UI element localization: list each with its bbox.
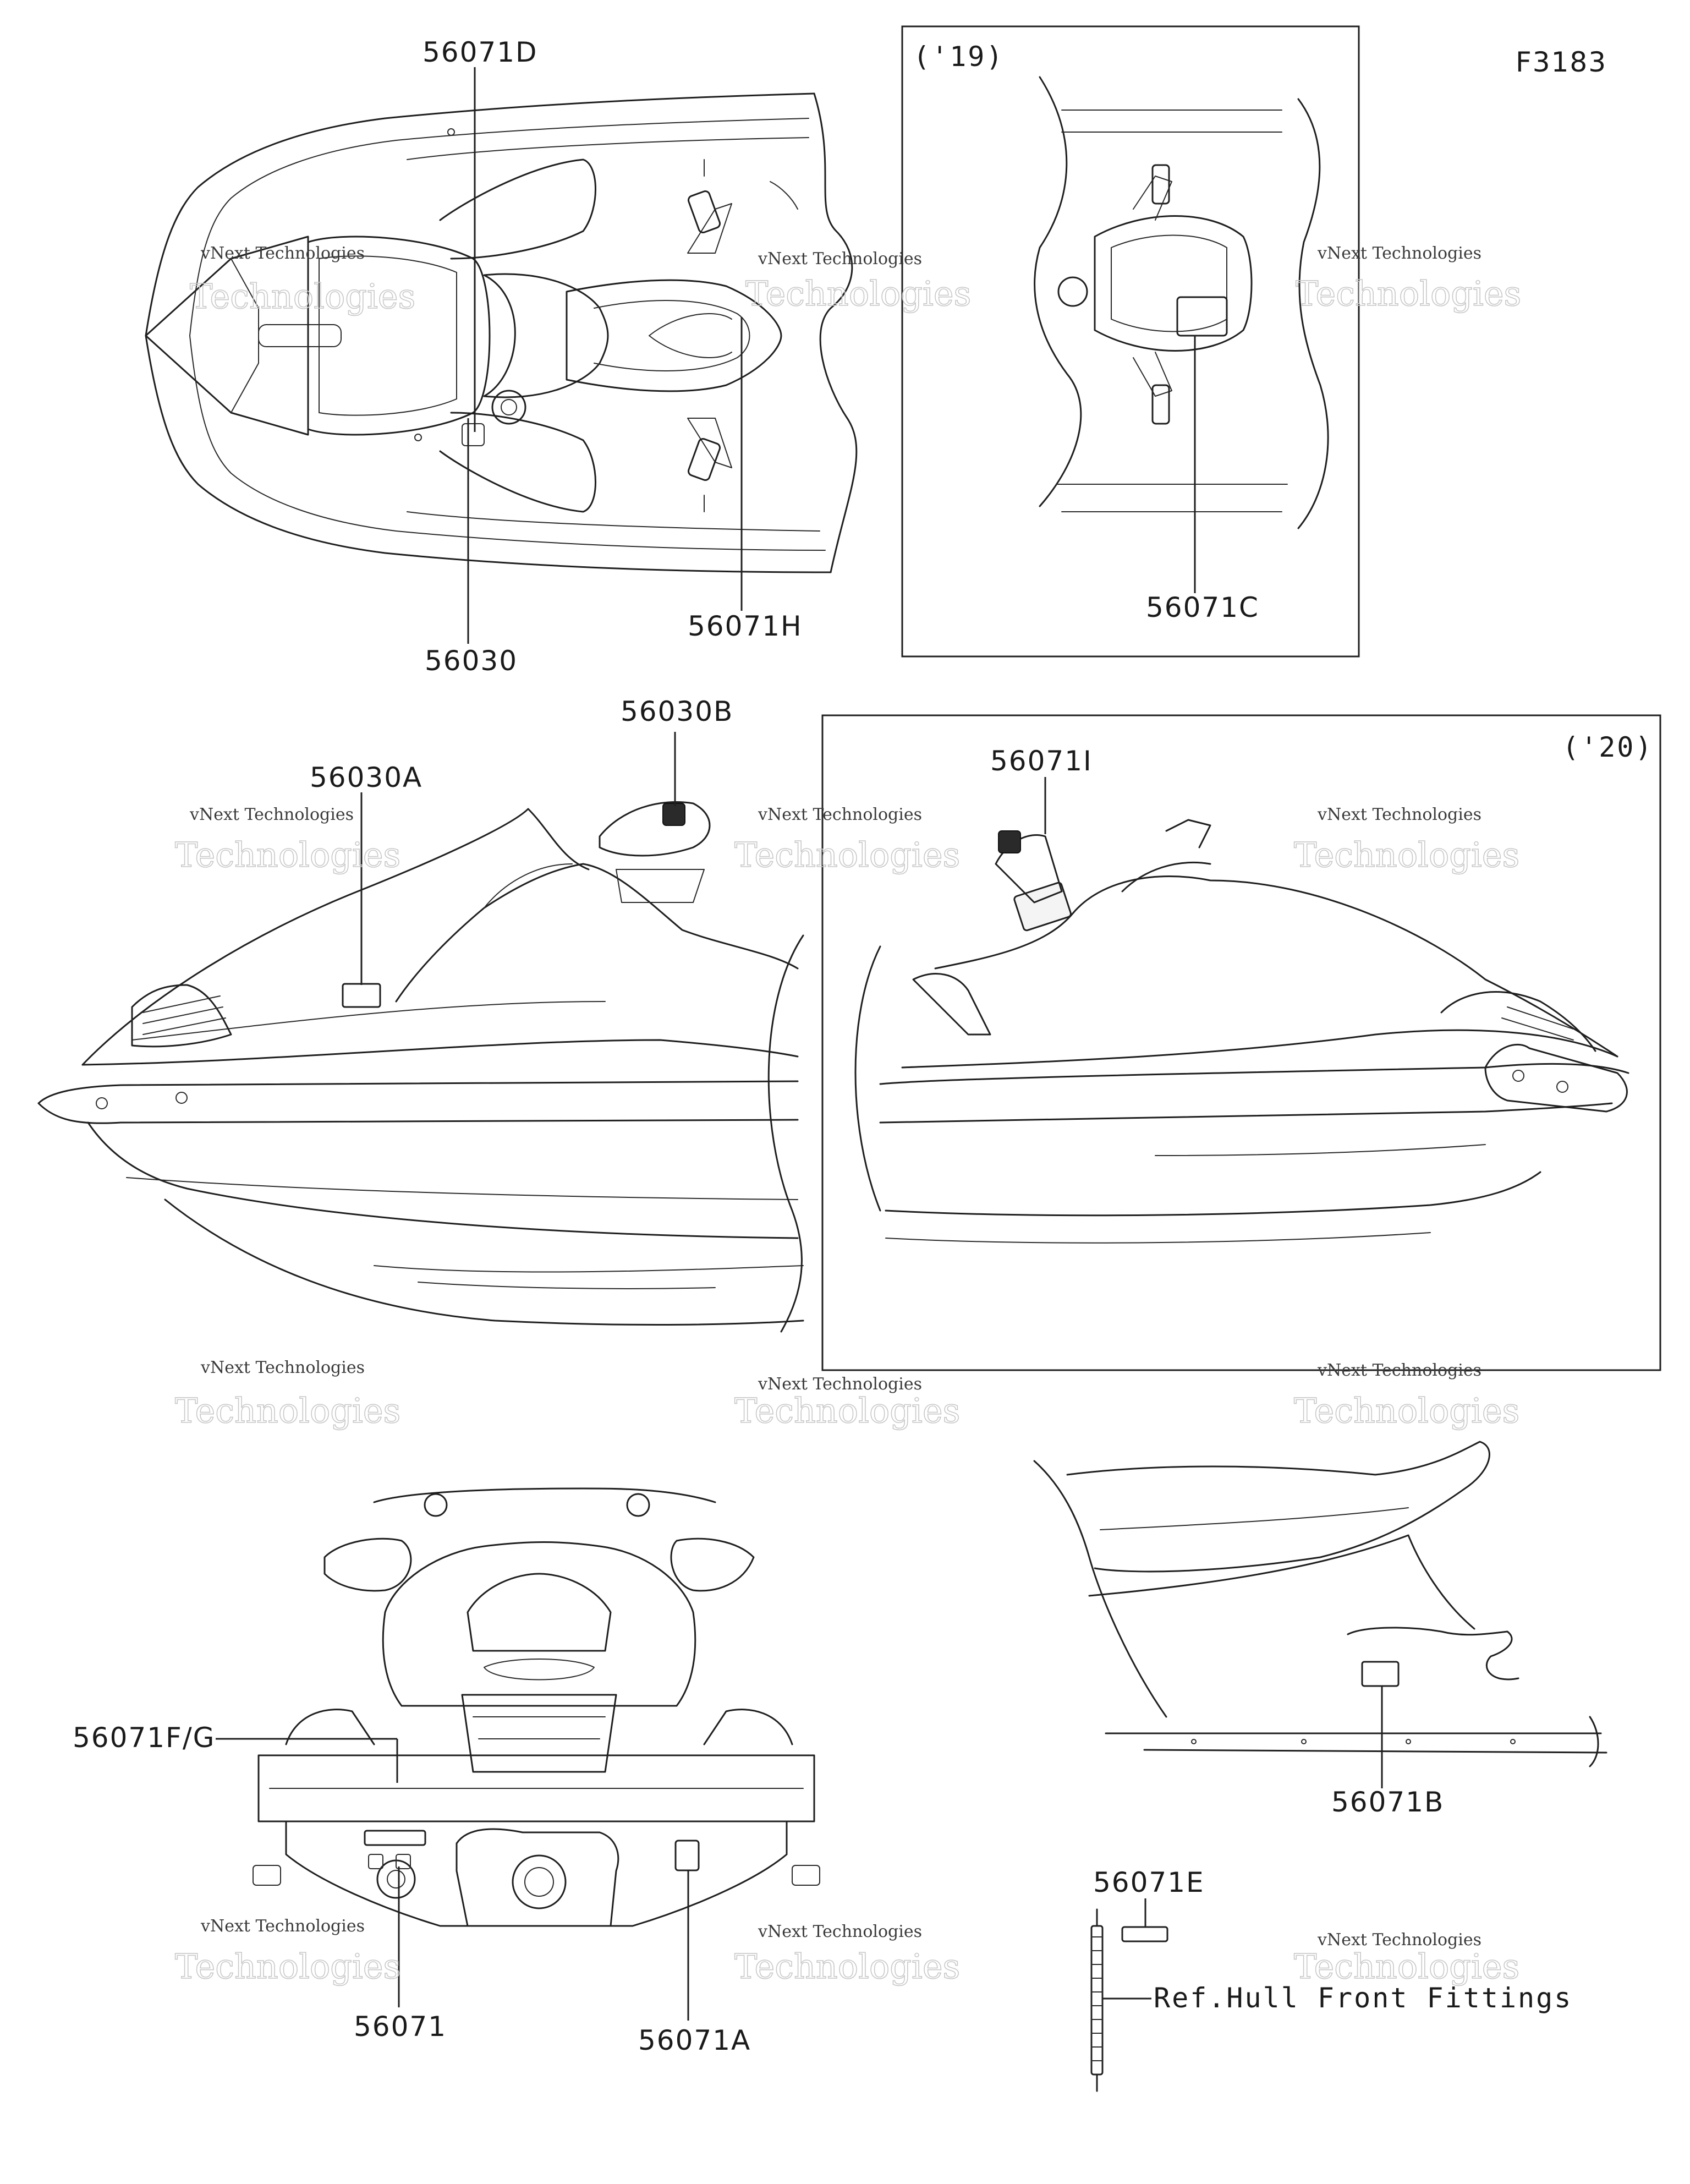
label-56071: 56071 xyxy=(354,2011,447,2043)
svg-text:Technologies: Technologies xyxy=(1294,1391,1519,1431)
watermark-1: Technologies vNext Technologies xyxy=(189,244,416,317)
label-56071H: 56071H xyxy=(688,610,803,642)
watermark-2: Technologies vNext Technologies xyxy=(745,249,972,314)
leader-lines xyxy=(216,67,1383,2021)
svg-text:Technologies: Technologies xyxy=(175,835,400,875)
inset-2019-illustration xyxy=(1034,76,1329,529)
svg-text:vNext Technologies: vNext Technologies xyxy=(200,1917,365,1936)
reference-note: Ref.Hull Front Fittings xyxy=(1154,1982,1572,2014)
inset-box-2020 xyxy=(821,714,1661,1371)
inset-2020-illustration xyxy=(854,819,1629,1244)
label-56071A: 56071A xyxy=(638,2024,751,2056)
svg-text:vNext Technologies: vNext Technologies xyxy=(1317,1361,1482,1380)
label-56071E: 56071E xyxy=(1093,1866,1205,1898)
watermark-4: Technologies vNext Technologies xyxy=(174,805,401,875)
rear-view-illustration xyxy=(253,1487,820,1927)
label-56071B: 56071B xyxy=(1331,1786,1444,1818)
svg-text:Technologies: Technologies xyxy=(745,273,971,314)
svg-text:vNext Technologies: vNext Technologies xyxy=(200,244,365,263)
svg-text:Technologies: Technologies xyxy=(734,835,960,875)
svg-text:vNext Technologies: vNext Technologies xyxy=(758,805,922,824)
svg-text:Technologies: Technologies xyxy=(190,276,415,316)
watermark-7: Technologies vNext Technologies xyxy=(174,1358,401,1431)
svg-text:vNext Technologies: vNext Technologies xyxy=(758,1375,922,1394)
watermark-12: Technologies vNext Technologies xyxy=(1293,1930,1520,1987)
svg-text:vNext Technologies: vNext Technologies xyxy=(189,805,354,824)
year-label-2020: ('20) xyxy=(1562,731,1654,763)
svg-text:Technologies: Technologies xyxy=(1296,273,1521,314)
svg-text:Technologies: Technologies xyxy=(734,1946,960,1986)
svg-text:Technologies: Technologies xyxy=(175,1391,400,1431)
label-56071FG: 56071F/G xyxy=(73,1722,215,1754)
figure-code: F3183 xyxy=(1516,46,1607,78)
svg-text:Technologies: Technologies xyxy=(1294,835,1519,875)
hull-detail-illustration xyxy=(1033,1441,1607,1767)
svg-text:vNext Technologies: vNext Technologies xyxy=(200,1358,365,1377)
svg-text:Technologies: Technologies xyxy=(1294,1946,1519,1986)
watermark-8: Technologies vNext Technologies xyxy=(734,1375,961,1431)
inset-box-2019 xyxy=(901,25,1360,658)
top-view-illustration xyxy=(145,92,858,573)
svg-text:Technologies: Technologies xyxy=(175,1946,400,1986)
label-56071C: 56071C xyxy=(1146,592,1259,623)
svg-text:Technologies: Technologies xyxy=(734,1391,960,1431)
watermark-9: Technologies vNext Technologies xyxy=(1293,1361,1520,1431)
label-56071D: 56071D xyxy=(422,36,538,68)
watermark-10: Technologies vNext Technologies xyxy=(174,1917,401,1987)
svg-text:vNext Technologies: vNext Technologies xyxy=(1317,244,1482,263)
svg-text:vNext Technologies: vNext Technologies xyxy=(1317,805,1482,824)
watermark-5: Technologies vNext Technologies xyxy=(734,805,961,875)
year-label-2019: ('19) xyxy=(913,41,1005,73)
label-56030A: 56030A xyxy=(310,762,422,793)
label-56071I: 56071I xyxy=(990,745,1093,777)
svg-text:vNext Technologies: vNext Technologies xyxy=(758,1922,922,1941)
label-56030B: 56030B xyxy=(621,696,733,727)
svg-text:vNext Technologies: vNext Technologies xyxy=(1317,1930,1482,1950)
svg-text:vNext Technologies: vNext Technologies xyxy=(758,249,922,269)
side-view-illustration xyxy=(37,801,804,1333)
label-56030: 56030 xyxy=(425,645,518,677)
watermark-6: Technologies vNext Technologies xyxy=(1293,805,1520,875)
fitting-illustration xyxy=(1090,1908,1168,2092)
watermark-11: Technologies vNext Technologies xyxy=(734,1922,961,1987)
watermark-3: Technologies vNext Technologies xyxy=(1295,244,1522,314)
